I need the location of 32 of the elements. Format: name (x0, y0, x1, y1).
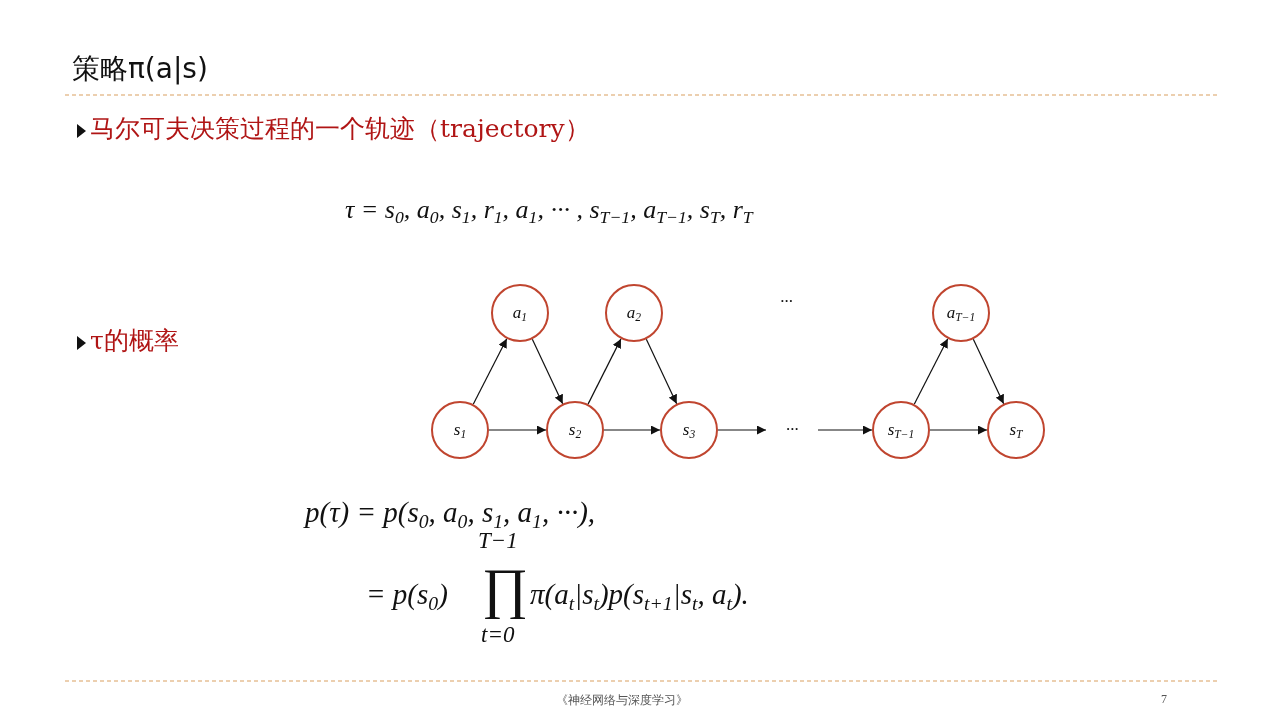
arrow (929, 425, 988, 435)
bullet-text: τ的概率 (90, 325, 179, 357)
arrow (488, 425, 547, 435)
arrow (531, 338, 564, 405)
formula: = p(s$_{0}$) (366, 578, 448, 611)
arrow (603, 425, 661, 435)
ellipsis: ··· (780, 292, 793, 312)
arrow (817, 425, 873, 435)
state-circle: s$_{T−1}$ (872, 401, 930, 459)
formula: p(τ) = p(s$_{0}$, a$_{0}$, s$_{1}$, a$_{1}$, ···), (305, 496, 596, 529)
bullet-text: 马尔可夫决策过程的一个轨迹（trajectory） (90, 113, 590, 145)
formula: τ = s$_{0}$, a$_{0}$, s$_{1}$, r$_{1}$, a$_{1}$, ··· , s$_{T−1}$, a$_{T−1}$, s$_{T}$, r$_{T}$ (345, 195, 753, 225)
formula: π(a$_{t}$|s$_{t}$)p(s$_{t+1}$|s$_{t}$, a$_{t}$). (530, 578, 749, 611)
arrow (472, 338, 508, 405)
state-circle: a$_{1}$ (491, 284, 549, 342)
arrow (587, 338, 622, 405)
state-circle: s$_{1}$ (431, 401, 489, 459)
ellipsis: ··· (770, 421, 814, 439)
state-circle: a$_{T−1}$ (932, 284, 990, 342)
state-circle: a$_{2}$ (605, 284, 663, 342)
arrow (717, 425, 767, 435)
formula: t=0 (481, 622, 515, 648)
arrow (645, 338, 678, 405)
formula: T−1 (478, 528, 518, 554)
arrow (972, 338, 1005, 405)
state-circle: s$_{T}$ (987, 401, 1045, 459)
footer-text: 《神经网络与深度学习》 (556, 692, 688, 709)
arrow (913, 338, 949, 405)
state-circle: s$_{2}$ (546, 401, 604, 459)
page-number: 7 (1161, 692, 1167, 707)
slide-title: 策略π(a|s) (72, 51, 208, 87)
state-circle: s$_{3}$ (660, 401, 718, 459)
